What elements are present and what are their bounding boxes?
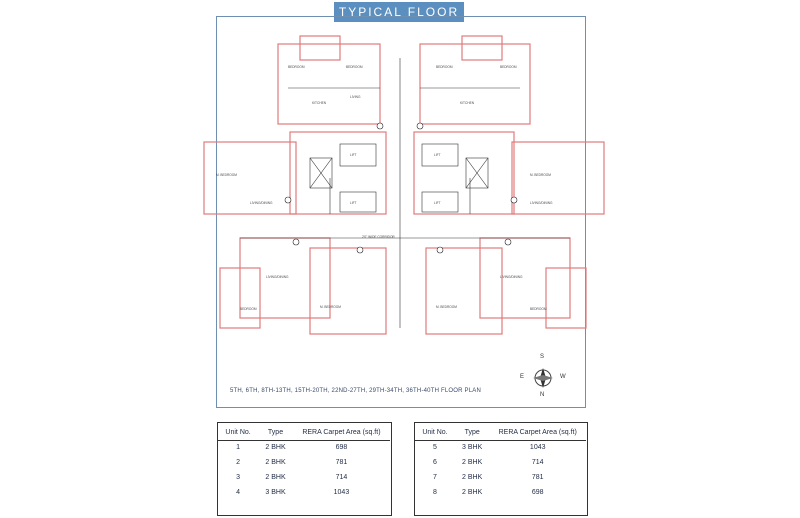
svg-text:BEDROOM: BEDROOM [288,65,305,69]
col-area: RERA Carpet Area (sq.ft) [302,429,381,436]
svg-text:M. BEDROOM: M. BEDROOM [216,173,237,177]
cell-type: 3 BHK [462,444,483,451]
cell-area: 781 [335,459,348,466]
svg-text:LIVING/DINING: LIVING/DINING [266,275,289,279]
svg-text:LIVING/DINING: LIVING/DINING [500,275,523,279]
unit-table-left-border [217,422,392,516]
svg-text:LIFT: LIFT [350,201,357,205]
svg-text:2'0" WIDE CORRIDOR: 2'0" WIDE CORRIDOR [362,235,395,239]
cell-type: 2 BHK [265,444,286,451]
table-row: 7 2 BHK 781 [415,470,586,485]
unit-table-right: Unit No. Type RERA Carpet Area (sq.ft) 5… [415,425,586,500]
svg-text:BEDROOM: BEDROOM [240,307,257,311]
col-unit-no: Unit No. [422,429,448,436]
cell-area: 781 [531,474,544,481]
unit-table-right-header-rule [414,440,586,441]
cell-unit: 6 [433,459,437,466]
cell-type: 2 BHK [462,489,483,496]
svg-text:KITCHEN: KITCHEN [312,101,327,105]
cell-unit: 1 [236,444,241,451]
svg-text:BEDROOM: BEDROOM [500,65,517,69]
svg-text:M. BEDROOM: M. BEDROOM [436,305,457,309]
cell-area: 714 [531,459,544,466]
table-header-row: Unit No. Type RERA Carpet Area (sq.ft) [218,425,390,440]
cell-type: 3 BHK [265,489,286,496]
compass-s-label: S [540,354,545,360]
page-title: TYPICAL FLOOR [334,2,464,22]
table-row: 6 2 BHK 714 [415,455,586,470]
cell-unit: 7 [433,474,437,481]
compass-n-label: N [540,392,545,398]
cell-type: 2 BHK [265,459,286,466]
cell-area: 1043 [529,444,546,451]
cell-type: 2 BHK [265,474,286,481]
table-row: 3 2 BHK 714 [218,470,390,485]
cell-area: 698 [335,444,348,451]
cell-unit: 3 [236,474,241,481]
cell-type: 2 BHK [462,474,483,481]
compass-e-label: E [520,374,525,380]
unit-table-left-header-rule [217,440,390,441]
table-header-row: Unit No. Type RERA Carpet Area (sq.ft) [415,425,586,440]
table-row: 8 2 BHK 698 [415,485,586,500]
svg-text:KITCHEN: KITCHEN [460,101,475,105]
unit-table-left: Unit No. Type RERA Carpet Area (sq.ft) 1… [218,425,390,500]
svg-text:LIFT: LIFT [434,153,441,157]
svg-text:M. BEDROOM: M. BEDROOM [530,173,551,177]
col-type: Type [464,429,480,436]
table-row: 4 3 BHK 1043 [218,485,390,500]
table-row: 5 3 BHK 1043 [415,440,586,455]
unit-table-right-border [414,422,588,516]
col-unit-no: Unit No. [225,429,251,436]
cell-unit: 4 [236,489,241,496]
svg-text:BEDROOM: BEDROOM [346,65,363,69]
floor-plan-drawing: BEDROOM BEDROOM KITCHEN LIVING BEDROOM B… [203,35,605,335]
table-row: 1 2 BHK 698 [218,440,390,455]
svg-text:M. BEDROOM: M. BEDROOM [320,305,341,309]
svg-text:LIFT: LIFT [350,153,357,157]
cell-area: 698 [531,489,544,496]
cell-unit: 8 [433,489,437,496]
svg-text:LIVING/DINING: LIVING/DINING [530,201,553,205]
floor-plan-caption: 5TH, 6TH, 8TH-13TH, 15TH-20TH, 22ND-27TH… [230,388,481,394]
cell-area: 714 [335,474,348,481]
svg-text:BEDROOM: BEDROOM [530,307,547,311]
svg-text:BEDROOM: BEDROOM [436,65,453,69]
cell-type: 2 BHK [462,459,483,466]
col-area: RERA Carpet Area (sq.ft) [498,429,577,436]
col-type: Type [267,429,284,436]
svg-text:LIVING/DINING: LIVING/DINING [250,201,273,205]
cell-unit: 2 [236,459,241,466]
svg-text:LIVING: LIVING [350,95,361,99]
plan-frame [216,16,586,408]
svg-text:LIFT: LIFT [434,201,441,205]
cell-unit: 5 [433,444,437,451]
table-row: 2 2 BHK 781 [218,455,390,470]
compass-w-label: W [560,374,566,380]
cell-area: 1043 [333,489,350,496]
compass-icon: S N E W [518,354,568,400]
